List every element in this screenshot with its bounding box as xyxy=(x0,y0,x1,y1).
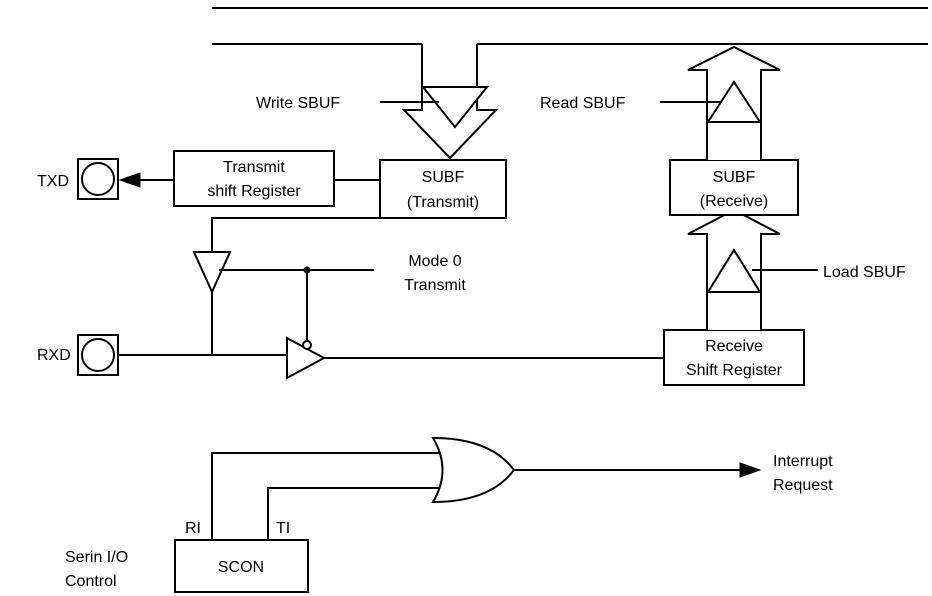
mode0-label-2: Transmit xyxy=(404,277,466,294)
write-sbuf-label: Write SBUF xyxy=(256,95,340,112)
txd-label: TXD xyxy=(37,173,69,190)
txd-pin-circle xyxy=(81,162,115,196)
rxd-pin-circle xyxy=(81,338,115,372)
receive-shift-register-box xyxy=(663,329,805,386)
transmit-shift-register-box xyxy=(173,150,335,207)
sbuf-receive-label-1: SUBF xyxy=(713,169,756,186)
read-sbuf-label: Read SBUF xyxy=(540,95,626,112)
load-sbuf-label: Load SBUF xyxy=(823,264,906,281)
mode0-label-1: Mode 0 xyxy=(408,253,461,270)
sbuf-transmit-label-1: SUBF xyxy=(422,169,465,186)
scon-label: SCON xyxy=(218,559,264,576)
sbuf-transmit-box xyxy=(379,159,507,219)
tx-to-buffer-wire xyxy=(211,217,380,252)
receive-shift-register-label-1: Receive xyxy=(705,338,763,355)
rx-buffer-enable-bubble xyxy=(302,340,312,350)
or-gate xyxy=(431,436,516,504)
sbuf-transmit-label-2: (Transmit) xyxy=(407,194,479,211)
interrupt-arrowhead xyxy=(739,462,762,478)
ti-label: TI xyxy=(276,520,290,537)
scon-register-box xyxy=(174,539,309,593)
ri-wire xyxy=(211,452,450,540)
interrupt-label-2: Request xyxy=(773,477,833,494)
serial-control-label-2: Control xyxy=(65,573,117,590)
serial-control-label-1: Serin I/O xyxy=(65,549,128,566)
ti-wire xyxy=(267,487,450,540)
rxd-label: RXD xyxy=(37,347,71,364)
sbuf-receive-label-2: (Receive) xyxy=(700,193,768,210)
write-buffer-triangle xyxy=(420,86,490,129)
receive-shift-register-label-2: Shift Register xyxy=(686,362,783,379)
txd-arrowhead xyxy=(118,172,141,188)
tx-tristate-buffer xyxy=(192,251,232,295)
sbuf-receive-box xyxy=(669,159,799,216)
transmit-shift-register-label-1: Transmit xyxy=(223,159,285,176)
interrupt-label-1: Interrupt xyxy=(773,453,833,470)
load-buffer-triangle xyxy=(706,248,762,293)
transmit-shift-register-label-2: shift Register xyxy=(207,183,301,200)
ri-label: RI xyxy=(185,520,201,537)
